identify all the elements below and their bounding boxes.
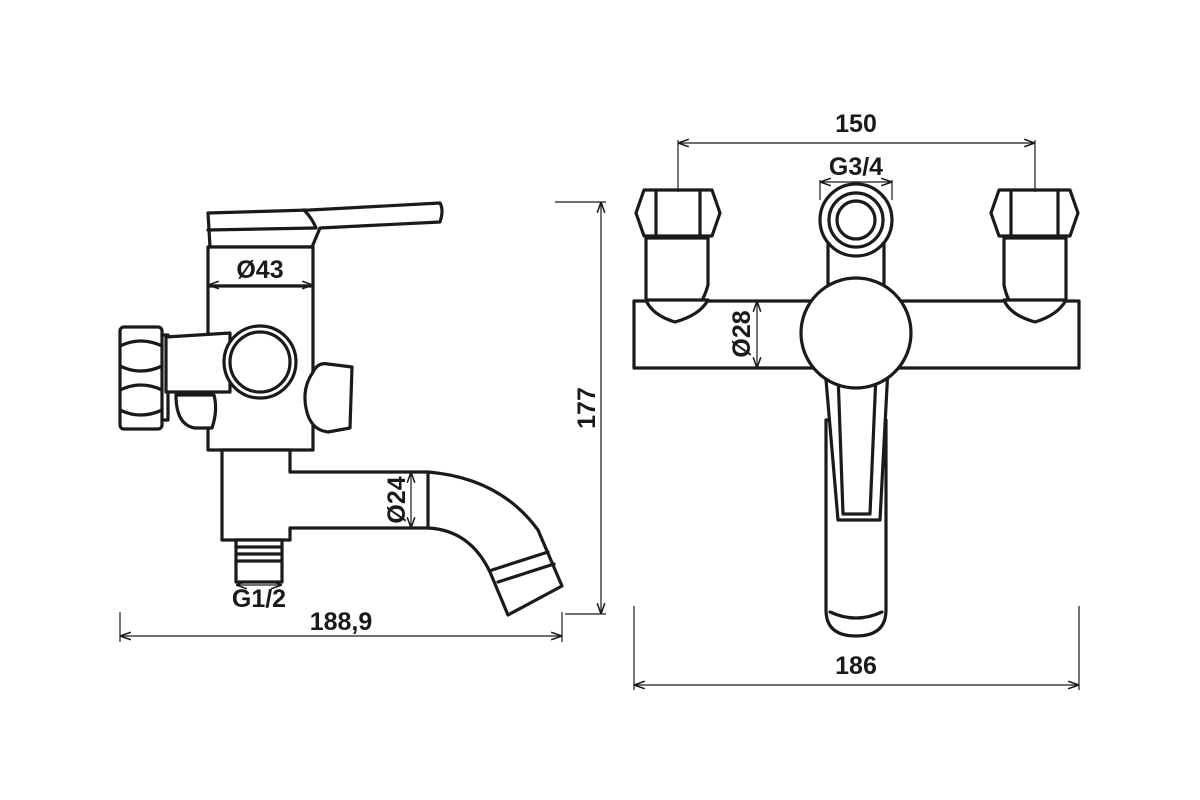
dim-center-distance: 150 <box>835 110 877 138</box>
side-view: Ø43 Ø24 G1/2 188,9 177 <box>118 201 606 642</box>
dim-body-diameter: Ø43 <box>236 256 283 284</box>
side-outlet-thread <box>234 538 284 584</box>
side-spout <box>220 448 564 617</box>
front-view: 150 G3/4 Ø28 186 <box>632 110 1081 690</box>
dim-spout-diameter: Ø24 <box>383 476 411 523</box>
front-cartridge-cap <box>799 276 913 390</box>
side-lever-handle <box>206 201 444 249</box>
dim-total-height: 177 <box>573 387 601 429</box>
dim-bar-diameter: Ø28 <box>728 310 756 357</box>
front-lever <box>823 366 890 522</box>
side-inlet-nut <box>118 325 170 431</box>
side-shower-connector <box>303 362 354 434</box>
dim-front-total-width: 186 <box>835 652 877 680</box>
front-right-nut <box>989 188 1080 238</box>
dim-shower-thread: G3/4 <box>829 153 883 181</box>
dim-side-total-length: 188,9 <box>310 608 373 636</box>
side-diverter-arm <box>164 324 298 430</box>
dim-outlet-thread: G1/2 <box>232 585 286 613</box>
front-left-nut <box>634 188 722 238</box>
